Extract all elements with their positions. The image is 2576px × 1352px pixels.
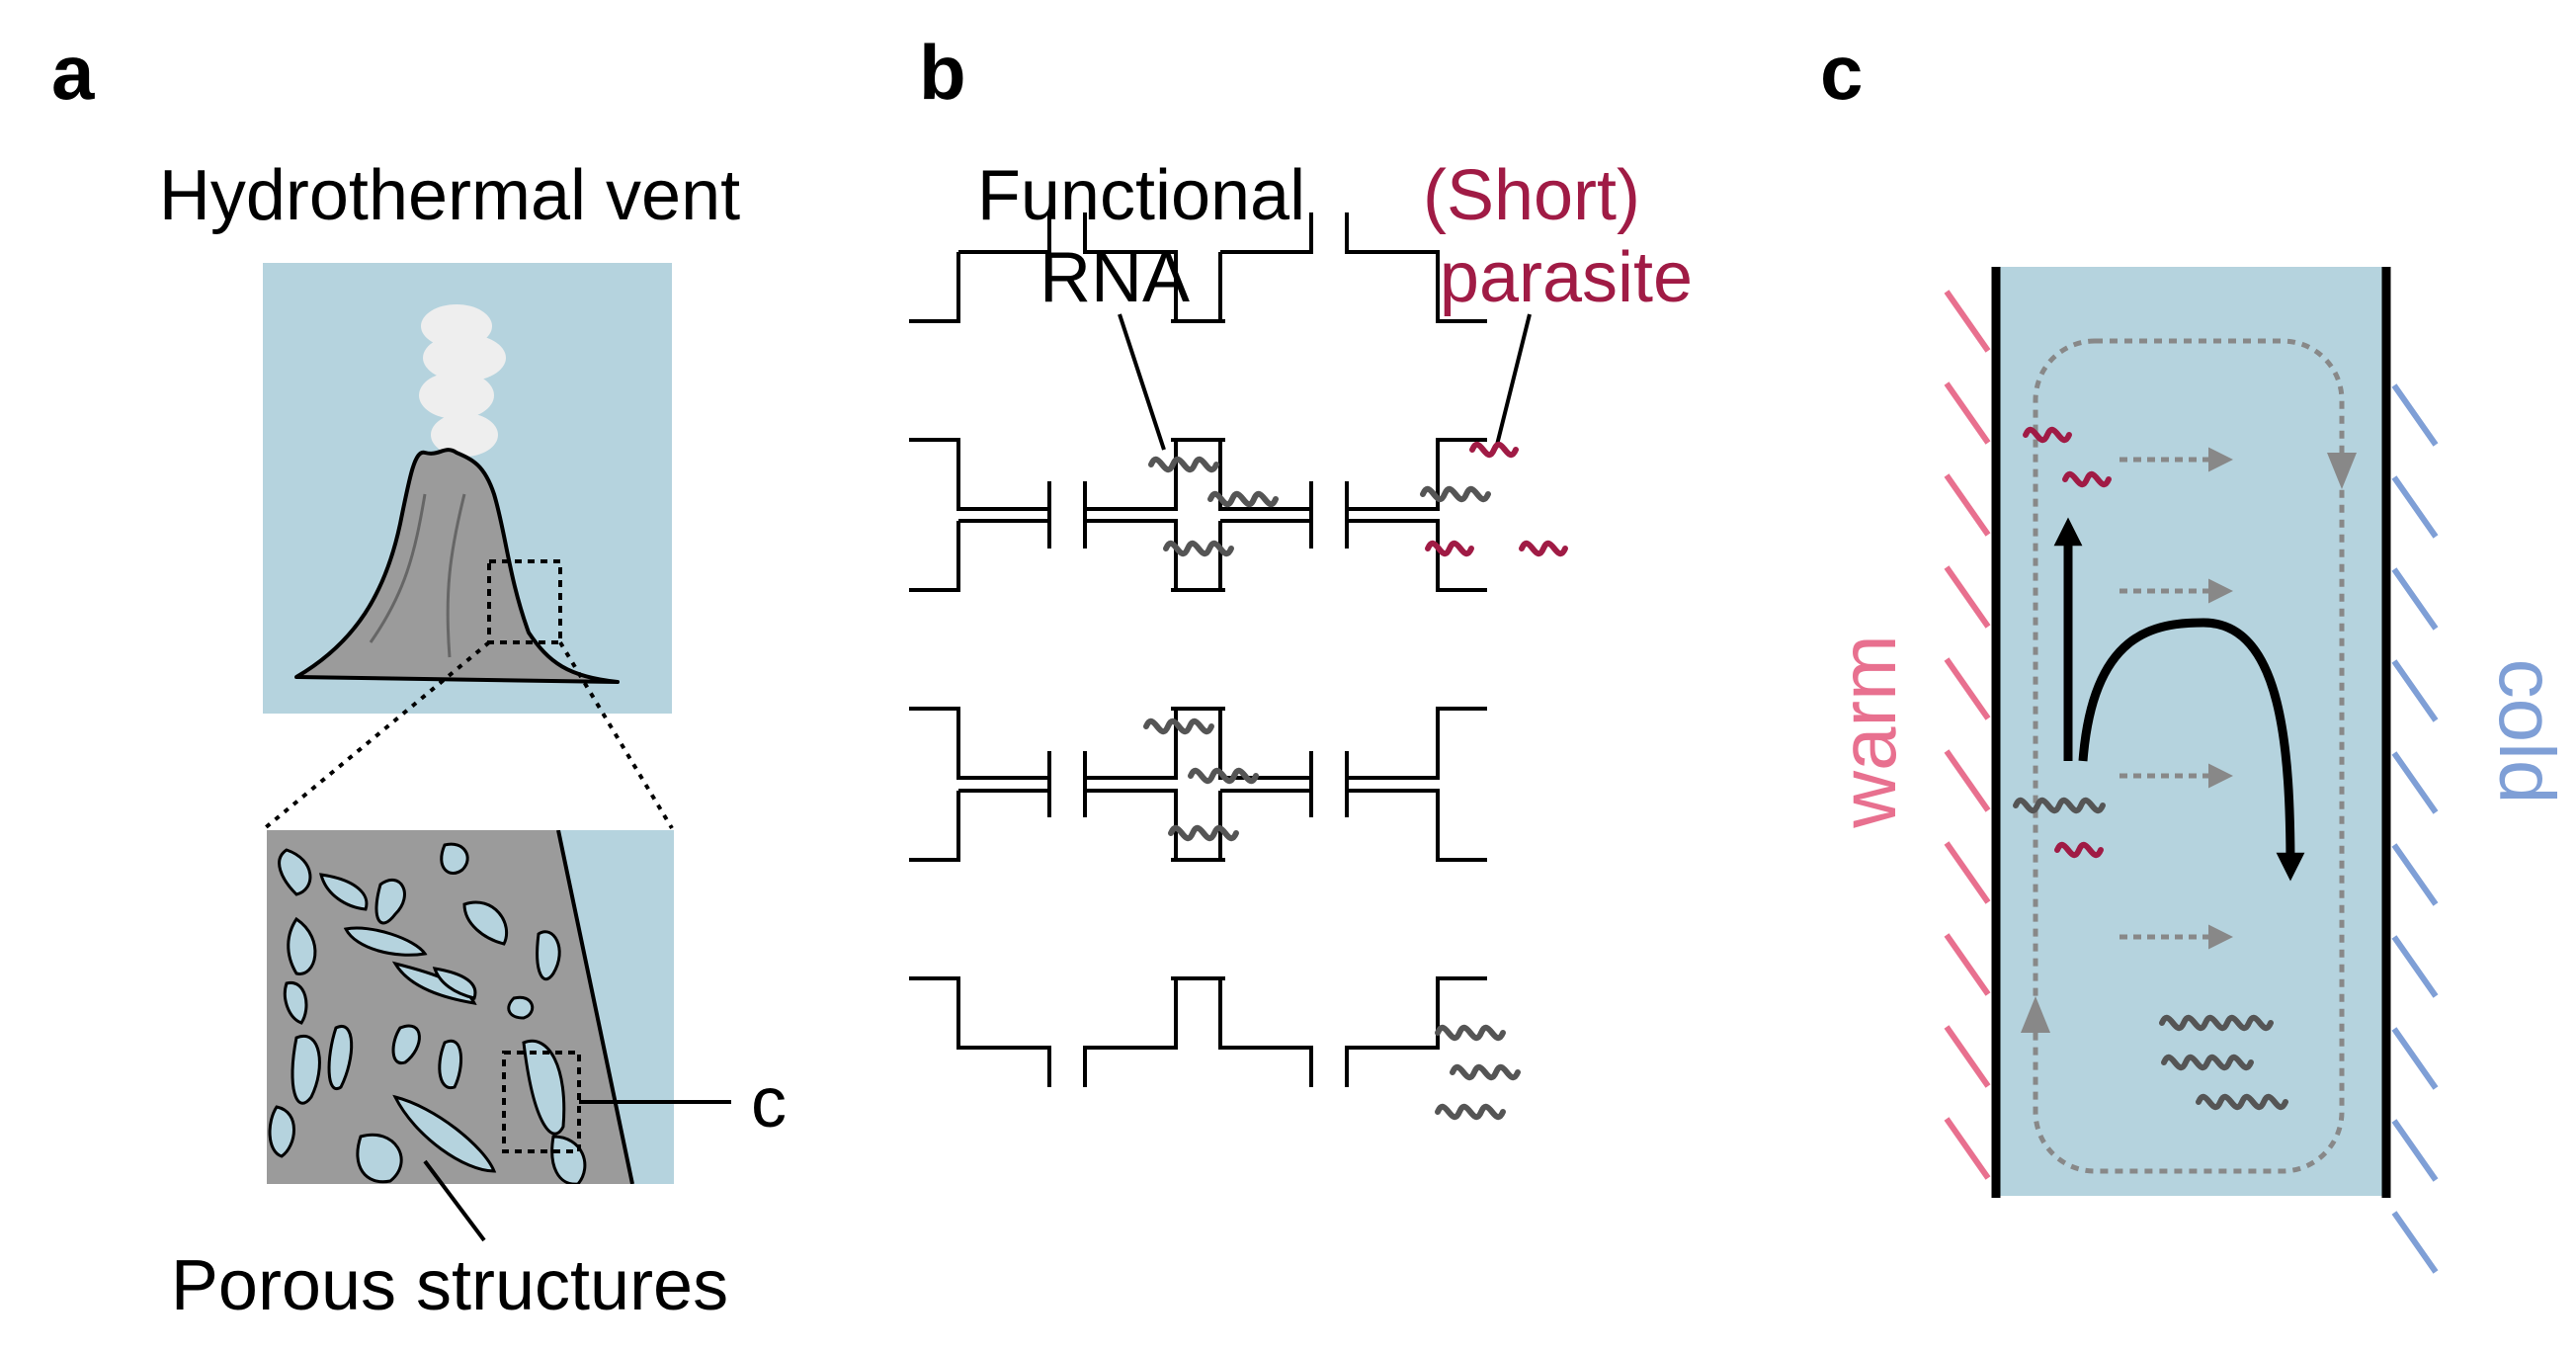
functional-rna-label-line1: Functional [977, 156, 1305, 235]
cold-hatch-line [2391, 659, 2439, 722]
panel-a-letter: a [51, 29, 95, 116]
parasite-rna [1469, 441, 1519, 459]
parasite-label-line1: (Short) [1423, 156, 1640, 235]
porous-pointer-line [423, 1159, 486, 1242]
warm-hatch-line [1944, 749, 1991, 812]
cold-hatch-line [2391, 383, 2439, 447]
chamber [909, 751, 1225, 1087]
functional-rna [2161, 1054, 2254, 1071]
parasite-rna [2054, 841, 2104, 859]
parasite-pointer [1495, 313, 1532, 446]
warm-hatch-line [1944, 933, 1991, 996]
panel-a: a Hydrothermal vent [51, 29, 787, 1325]
chamber-grid [909, 212, 1487, 1087]
pore-channel [1996, 267, 2386, 1196]
porous-structure-box [267, 830, 674, 1184]
warm-hatch-line [1944, 841, 1991, 904]
warm-hatch-line [1944, 1117, 1991, 1180]
cold-hatch-line [2391, 1211, 2439, 1274]
warm-hatch-line [1944, 381, 1991, 445]
functional-rna [2196, 1093, 2288, 1111]
smoke-plume [419, 304, 506, 457]
cold-hatch-line [2391, 567, 2439, 631]
functional-rna [1207, 490, 1279, 508]
functional-rna [1435, 1024, 1506, 1042]
functional-rna [1168, 824, 1239, 842]
functional-rna [1420, 485, 1491, 503]
chamber [909, 212, 1225, 549]
parasite-label-line2: parasite [1440, 238, 1693, 317]
down-flow-arrowhead [2327, 453, 2357, 489]
cold-hatch-line [2391, 1027, 2439, 1090]
functional-rna [1163, 540, 1234, 557]
chamber [1171, 751, 1487, 1087]
chamber [909, 481, 1225, 817]
porous-structures-label: Porous structures [171, 1246, 728, 1325]
chamber [1171, 212, 1487, 549]
rna-molecules-pore [2013, 426, 2288, 1111]
cold-hatch-line [2391, 751, 2439, 814]
functional-rna [1143, 718, 1214, 735]
functional-rna [1188, 767, 1259, 785]
cold-hatch-line [2391, 1119, 2439, 1182]
cold-hatch-line [2391, 475, 2439, 539]
zoom-box-a [487, 559, 562, 644]
parasite-rna [1519, 540, 1568, 557]
parasite-rna [2023, 426, 2072, 444]
warm-hatching [1944, 290, 1991, 1180]
parasite-rna [2062, 470, 2112, 488]
warm-hatch-line [1944, 657, 1991, 720]
rna-molecules [1143, 441, 1568, 1121]
chimney-crack [446, 493, 466, 658]
functional-rna [1148, 456, 1219, 473]
functional-rna-pointer [1118, 313, 1166, 451]
panel-b: b Functional RNA (Short) parasite [909, 29, 1693, 1121]
functional-rna [1435, 1103, 1506, 1121]
warm-hatch-line [1944, 565, 1991, 629]
warm-hatch-line [1944, 473, 1991, 537]
functional-rna [1450, 1063, 1521, 1081]
chamber [1171, 481, 1487, 817]
long-rna-transport-arrow [2078, 618, 2305, 882]
callout-c-label: c [751, 1063, 787, 1142]
up-flow-arrowhead [2021, 996, 2050, 1033]
cold-hatch-line [2391, 935, 2439, 998]
zoom-line-left [263, 640, 491, 830]
parasite-rna [1425, 540, 1474, 557]
cold-label: cold [2483, 659, 2571, 804]
vent-chimney [294, 448, 620, 684]
panel-c: c warm cold [1820, 29, 2571, 1274]
chimney-crack [369, 493, 427, 643]
functional-rna [2013, 797, 2106, 814]
cold-hatching [2391, 383, 2439, 1274]
thermophoresis-arrows [2119, 447, 2233, 950]
zoom-line-right [558, 640, 674, 830]
functional-rna [2159, 1014, 2274, 1032]
cold-hatch-line [2391, 843, 2439, 906]
convection-loop [2033, 338, 2345, 1174]
warm-label: warm [1824, 634, 1912, 829]
warm-hatch-line [1944, 1025, 1991, 1088]
panel-c-letter: c [1820, 29, 1863, 116]
panel-b-letter: b [919, 29, 966, 116]
warm-hatch-line [1944, 290, 1991, 353]
panel-a-title: Hydrothermal vent [159, 156, 740, 235]
